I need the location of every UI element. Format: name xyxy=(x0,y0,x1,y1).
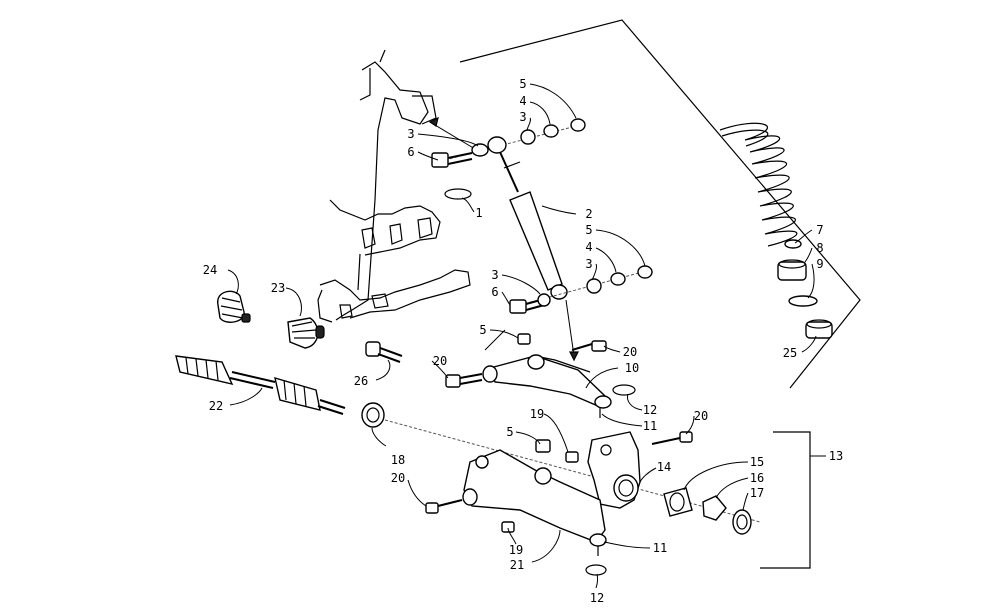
callout-17: 17 xyxy=(750,486,764,500)
upper-shock-mount-hardware xyxy=(428,116,586,200)
callout-1: 1 xyxy=(475,206,482,220)
callout-15: 15 xyxy=(750,455,764,469)
stud-bolt xyxy=(365,341,403,363)
callout-25: 25 xyxy=(783,346,797,360)
callout-numbers: 5 4 3 3 6 1 2 5 4 3 3 6 7 8 9 25 24 23 5… xyxy=(203,77,843,605)
upper-a-arm xyxy=(445,329,636,418)
callout-7: 7 xyxy=(816,223,823,237)
callout-20c: 20 xyxy=(694,409,708,423)
leader-lines xyxy=(227,83,826,589)
callout-20a: 20 xyxy=(623,345,637,359)
callout-21: 21 xyxy=(510,558,524,572)
lower-shock-mount-hardware xyxy=(509,265,653,314)
hub-bearing-parts xyxy=(663,487,752,535)
callout-13: 13 xyxy=(829,449,843,463)
callout-26: 26 xyxy=(354,374,368,388)
steering-knuckle xyxy=(535,431,693,509)
lower-a-arm xyxy=(425,449,607,576)
callout-24: 24 xyxy=(203,263,217,277)
callout-19b: 19 xyxy=(509,543,523,557)
callout-14: 14 xyxy=(657,460,671,474)
spring-hardware xyxy=(777,239,833,339)
callout-3d: 3 xyxy=(491,268,498,282)
callout-20b: 20 xyxy=(433,354,447,368)
callout-5d: 5 xyxy=(506,425,513,439)
callout-12b: 12 xyxy=(590,591,604,605)
callout-5c: 5 xyxy=(479,323,486,337)
shock-absorber xyxy=(499,151,579,362)
callout-18: 18 xyxy=(391,453,405,467)
callout-20d: 20 xyxy=(391,471,405,485)
callout-6b: 6 xyxy=(491,285,498,299)
frame-outline xyxy=(317,49,471,323)
callout-10: 10 xyxy=(625,361,639,375)
coil-spring xyxy=(719,122,798,247)
callout-5b: 5 xyxy=(585,223,592,237)
callout-5a: 5 xyxy=(519,77,526,91)
callout-22: 22 xyxy=(209,399,223,413)
callout-11a: 11 xyxy=(643,419,657,433)
group-boundary-lines xyxy=(459,19,861,569)
callout-12a: 12 xyxy=(643,403,657,417)
callout-4a: 4 xyxy=(519,94,526,108)
callout-3b: 3 xyxy=(407,127,414,141)
callout-11b: 11 xyxy=(653,541,667,555)
callout-3c: 3 xyxy=(585,257,592,271)
callout-16: 16 xyxy=(750,471,764,485)
callout-19a: 19 xyxy=(530,407,544,421)
callout-2: 2 xyxy=(585,207,592,221)
callout-4b: 4 xyxy=(585,240,592,254)
drive-axle xyxy=(175,355,761,523)
cv-boot-inner xyxy=(217,290,251,323)
callout-23: 23 xyxy=(271,281,285,295)
callout-9: 9 xyxy=(816,257,823,271)
callout-3a: 3 xyxy=(519,110,526,124)
callout-6a: 6 xyxy=(407,145,414,159)
cv-boot-outer xyxy=(287,317,325,349)
callout-8: 8 xyxy=(816,241,823,255)
